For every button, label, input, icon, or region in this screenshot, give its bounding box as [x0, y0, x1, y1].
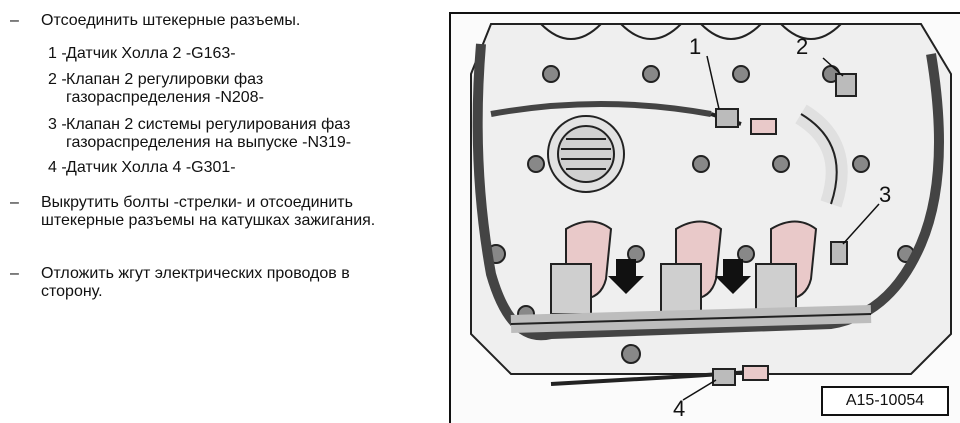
list-item-4: 4 - Датчик Холла 4 -G301-	[48, 159, 438, 177]
step-dash: –	[10, 12, 19, 29]
step-1: – Отсоединить штекерные разъемы.	[10, 12, 430, 30]
callout-4: 4	[673, 396, 686, 421]
step-2: – Выкрутить болты -стрелки- и отсоединит…	[10, 194, 430, 230]
list-item-3: 3 - Клапан 2 системы регулирования фаз г…	[48, 116, 438, 152]
step-3: – Отложить жгут электрических проводов в…	[10, 265, 430, 301]
callout-3: 3	[879, 182, 892, 207]
figure-reference-label: A15-10054	[821, 386, 949, 416]
step-dash: –	[10, 265, 19, 282]
item-number: 3 -	[48, 116, 67, 133]
item-text: Датчик Холла 2 -G163-	[66, 45, 236, 62]
item-text: Датчик Холла 4 -G301-	[66, 159, 236, 176]
callout-1: 1	[689, 34, 702, 59]
engine-drawing	[470, 23, 952, 401]
item-number: 1 -	[48, 45, 67, 62]
step-text: Отложить жгут электрических проводов в с…	[41, 265, 350, 300]
item-text: Клапан 2 системы регулирования фаз газор…	[66, 116, 352, 151]
step-text: Выкрутить болты -стрелки- и отсоединить …	[41, 194, 376, 229]
list-item-1: 1 - Датчик Холла 2 -G163-	[48, 45, 438, 63]
instruction-text: – Отсоединить штекерные разъемы. 1 - Дат…	[0, 0, 440, 423]
item-number: 4 -	[48, 159, 67, 176]
step-dash: –	[10, 194, 19, 211]
item-text: Клапан 2 регулировки фаз газораспределен…	[66, 71, 264, 106]
engine-illustration: 1 2 3 4 A15-10054	[449, 12, 960, 423]
list-item-2: 2 - Клапан 2 регулировки фаз газораспред…	[48, 71, 438, 107]
item-number: 2 -	[48, 71, 67, 88]
callout-2: 2	[796, 34, 809, 59]
step-text: Отсоединить штекерные разъемы.	[41, 12, 301, 29]
